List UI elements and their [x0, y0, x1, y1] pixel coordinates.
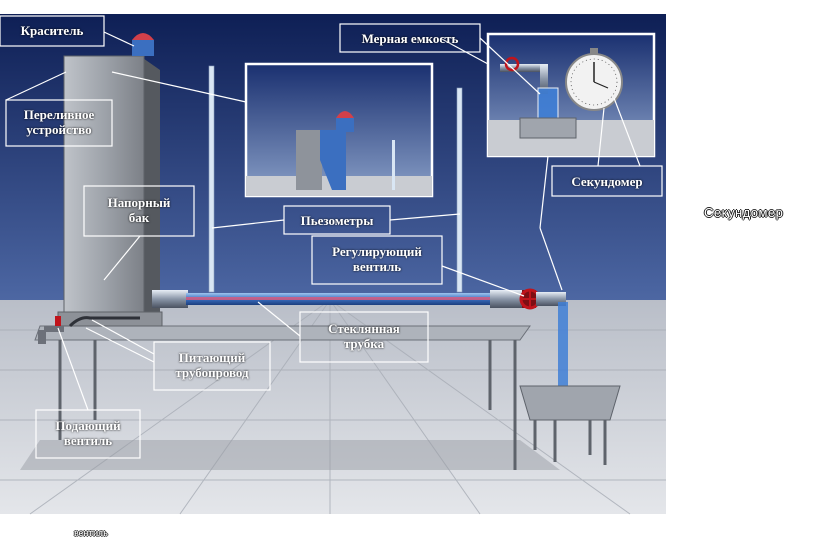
label-supply-pipe-line2: трубопровод	[175, 365, 249, 380]
label-stopwatch: Секундомер	[571, 174, 643, 189]
label-feed-valve-line1: Подающий	[55, 418, 121, 433]
pipe-left	[152, 290, 188, 308]
piezometer-left	[208, 65, 215, 293]
label-pressure-tank: Напорный бак	[84, 195, 194, 225]
table-top	[34, 325, 531, 341]
label-pressure-tank-line1: Напорный	[107, 195, 171, 210]
label-piezometers: Пьезометры	[300, 213, 374, 228]
table-legs	[58, 340, 517, 470]
label-glass-tube-line1: Стеклянная	[328, 321, 400, 336]
dye-container	[132, 33, 154, 56]
glass-tube-dye-stream	[186, 297, 492, 300]
overflow-device-inset	[244, 62, 434, 198]
label-control-valve-line1: Регулирующий	[332, 244, 422, 259]
table-shadow	[20, 440, 560, 470]
outside-stopwatch-text: Секундомер	[704, 205, 784, 220]
collection-tray	[519, 385, 621, 465]
label-overflow-device: Переливное устройство	[6, 107, 112, 137]
label-glass-tube: Стеклянная трубка	[300, 321, 428, 351]
label-pressure-tank-line2: бак	[128, 210, 150, 225]
piezometer-right	[456, 87, 463, 293]
pressure-tank	[63, 55, 145, 319]
label-overflow-line1: Переливное	[23, 107, 95, 122]
label-measuring-tank: Мерная емкость	[361, 31, 459, 46]
label-glass-tube-line2: трубка	[343, 336, 385, 351]
label-supply-pipe-line1: Питающий	[178, 350, 246, 365]
label-dye: Краситель	[20, 23, 84, 38]
label-overflow-line2: устройство	[26, 122, 92, 137]
label-feed-valve: Подающий вентиль	[36, 418, 140, 448]
label-supply-pipe: Питающий трубопровод	[154, 350, 270, 380]
label-feed-valve-line2: вентиль	[63, 433, 113, 448]
leader-lines	[5, 31, 641, 411]
label-control-valve: Регулирующий вентиль	[312, 244, 442, 274]
supply-pipe	[68, 316, 140, 328]
label-control-valve-line2: вентиль	[352, 259, 402, 274]
stopwatch-icon	[565, 48, 623, 111]
feed-valve	[38, 316, 64, 344]
pressure-tank-shadow-side	[140, 56, 160, 318]
outside-bottom-text: вентиль	[74, 528, 108, 539]
falling-water	[558, 302, 568, 402]
